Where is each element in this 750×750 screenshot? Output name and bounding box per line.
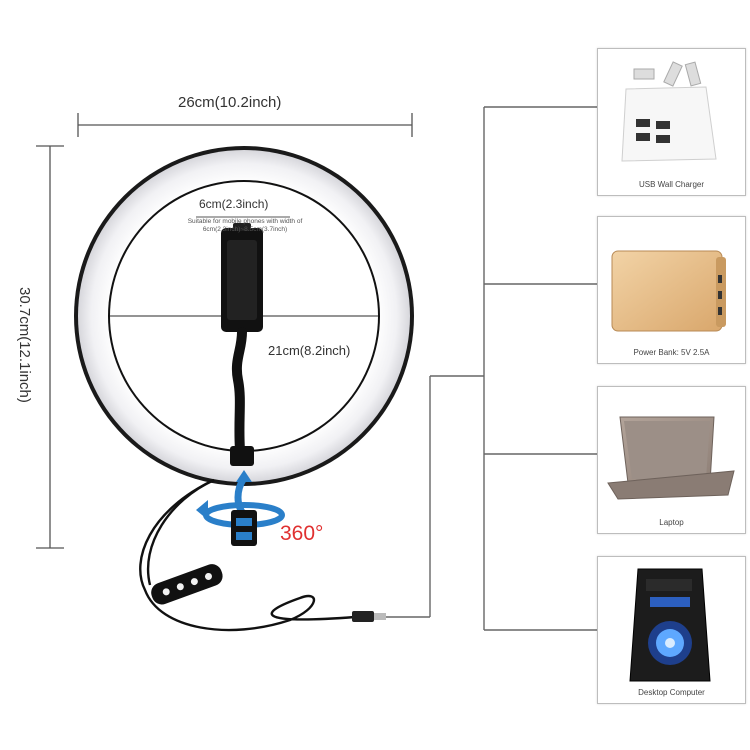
power-source-label: Laptop	[659, 518, 684, 527]
power-source-card: Power Bank: 5V 2.5A	[597, 216, 746, 364]
phone-holder	[221, 223, 263, 332]
power-bank-icon	[611, 250, 726, 332]
inline-remote	[151, 564, 223, 605]
gooseneck-base	[230, 446, 254, 466]
power-source-label: Desktop Computer	[638, 688, 705, 697]
power-source-label: USB Wall Charger	[638, 180, 705, 189]
tripod-mount	[231, 510, 257, 546]
usb-wall-charger-icon	[621, 61, 717, 162]
width-label: 26cm(10.2inch)	[178, 94, 282, 111]
rotation-label: 360°	[280, 522, 324, 545]
width-dimension-line	[77, 113, 413, 137]
phone-width-note: Suitable for mobile phones with width of…	[160, 218, 330, 234]
connector-lines	[386, 106, 597, 631]
phone-width-note-line1: Suitable for mobile phones with width of	[187, 218, 303, 225]
power-source-card: Laptop	[597, 386, 746, 534]
power-source-label: Power Bank: 5V 2.5A	[633, 348, 710, 357]
inner-diameter-label: 21cm(8.2inch)	[268, 343, 351, 358]
desktop-computer-icon	[629, 568, 711, 682]
height-dimension-line	[36, 145, 64, 549]
gooseneck-arm	[231, 327, 247, 455]
usb-plug-icon	[352, 611, 386, 622]
laptop-icon	[607, 416, 735, 500]
usb-cable	[139, 478, 356, 632]
power-source-card: USB Wall Charger	[597, 48, 746, 196]
height-label: 30.7cm(12.1inch)	[16, 287, 33, 403]
power-source-card: Desktop Computer	[597, 556, 746, 704]
phone-width-note-line2: 6cm(2.3inch)~8.5cm(3.7inch)	[202, 226, 288, 233]
phone-clip-label: 6cm(2.3inch)	[199, 197, 269, 211]
